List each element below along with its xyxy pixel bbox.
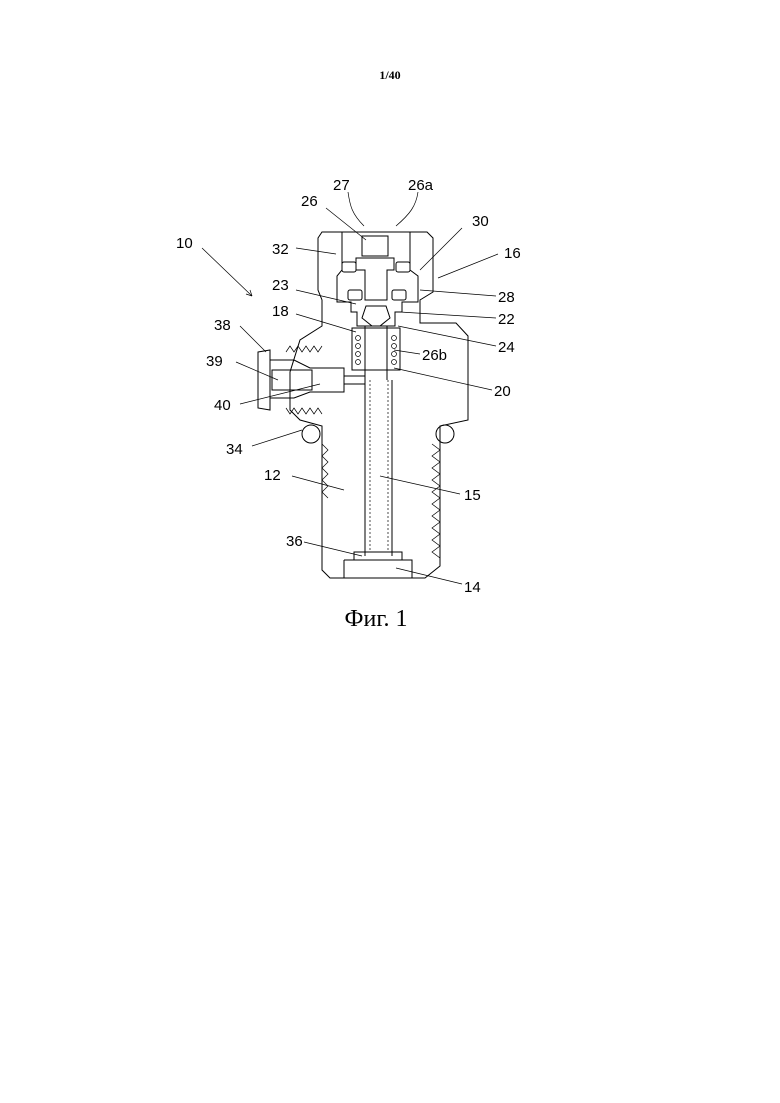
- label-23: 23: [272, 277, 289, 294]
- label-14: 14: [464, 579, 481, 596]
- reference-labels: 10 27 26a 26 30 32 16 23 28 22 18 24 38 …: [176, 177, 521, 596]
- spring-coils: [356, 336, 397, 365]
- label-38: 38: [214, 317, 231, 334]
- label-39: 39: [206, 353, 223, 370]
- label-12: 12: [264, 467, 281, 484]
- label-22: 22: [498, 311, 515, 328]
- label-26a: 26a: [408, 177, 434, 194]
- label-36: 36: [286, 533, 303, 550]
- leader-lines: [202, 192, 498, 584]
- label-24: 24: [498, 339, 515, 356]
- label-20: 20: [494, 383, 511, 400]
- label-26b: 26b: [422, 347, 447, 364]
- label-40: 40: [214, 397, 231, 414]
- label-26: 26: [301, 193, 318, 210]
- label-15: 15: [464, 487, 481, 504]
- valve-body-drawing: [258, 232, 468, 578]
- label-27: 27: [333, 177, 350, 194]
- label-18: 18: [272, 303, 289, 320]
- label-28: 28: [498, 289, 515, 306]
- figure-caption: Фиг. 1: [345, 606, 408, 632]
- label-10: 10: [176, 235, 193, 252]
- label-30: 30: [472, 213, 489, 230]
- label-16: 16: [504, 245, 521, 262]
- label-32: 32: [272, 241, 289, 258]
- label-34: 34: [226, 441, 243, 458]
